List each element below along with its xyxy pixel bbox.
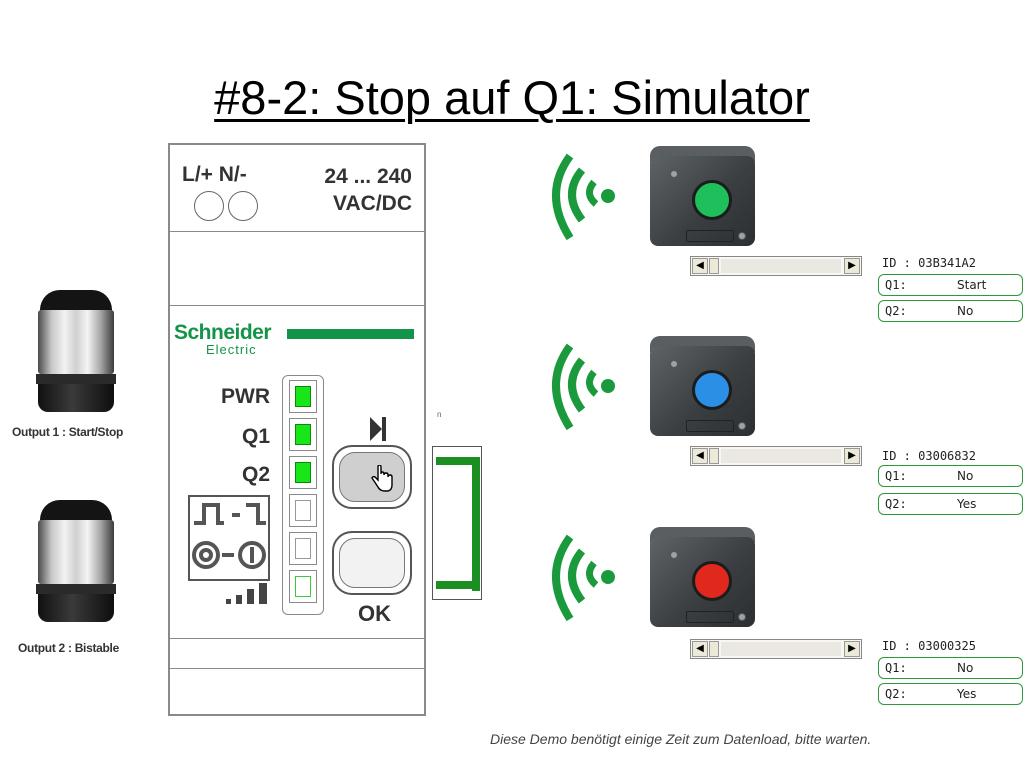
led-mode (289, 532, 317, 565)
scroll-thumb[interactable] (709, 448, 719, 464)
voltage-line-2: VAC/DC (333, 192, 412, 215)
ok-button[interactable] (332, 531, 412, 595)
output-2-label: Output 2 : Bistable (18, 641, 119, 655)
wireless-signal-icon (552, 534, 615, 622)
output-1-label: Output 1 : Start/Stop (12, 425, 124, 439)
push-button-box[interactable] (650, 336, 755, 436)
arrow-button[interactable] (332, 445, 412, 509)
page-title: #8-2: Stop auf Q1: Simulator (214, 71, 810, 124)
led-q2 (289, 456, 317, 489)
station-scrollbar[interactable]: ◀ ▶ (690, 256, 862, 276)
scroll-thumb[interactable] (709, 258, 719, 274)
led-signal (289, 570, 317, 603)
wireless-signal-icon (552, 343, 615, 431)
arrow-left-icon[interactable]: ◀ (692, 448, 708, 464)
output-bracket (432, 446, 482, 600)
q1-status-row: Q1:No (878, 657, 1023, 679)
station-scrollbar[interactable]: ◀ ▶ (690, 446, 862, 466)
led-column (282, 375, 324, 615)
push-button[interactable] (692, 180, 732, 220)
output-2-lamp (36, 500, 116, 622)
mode-symbols-panel (188, 495, 270, 581)
led-q1 (289, 418, 317, 451)
signal-bars-icon (224, 581, 270, 610)
q2-status-row: Q2:Yes (878, 683, 1023, 705)
arrow-right-icon[interactable]: ▶ (844, 258, 860, 274)
toggle-mode-icon (192, 541, 266, 569)
led-pulse (289, 494, 317, 527)
terminal-labels: L/+ N/- (182, 163, 247, 186)
wireless-signal-icon (552, 153, 615, 241)
footer-note: Diese Demo benötigt einige Zeit zum Date… (490, 731, 872, 747)
ok-label: OK (358, 601, 391, 626)
led-pwr (289, 380, 317, 413)
output-1-lamp (36, 290, 116, 412)
q1-status-row: Q1:Start (878, 274, 1023, 296)
station-id: ID : 03006832 (882, 449, 976, 463)
arrow-left-icon[interactable]: ◀ (692, 258, 708, 274)
q1-label: Q1 (241, 425, 270, 448)
q2-status-row: Q2:Yes (878, 493, 1023, 515)
arrow-right-icon[interactable]: ▶ (844, 448, 860, 464)
push-button[interactable] (692, 561, 732, 601)
arrow-right-icon[interactable]: ▶ (844, 641, 860, 657)
station-id: ID : 03000325 (882, 639, 976, 653)
hand-pointer-icon (370, 464, 394, 498)
pwr-label: PWR (221, 385, 270, 408)
q1-status-row: Q1:No (878, 465, 1023, 487)
brand-bar (287, 329, 414, 339)
push-button-box[interactable] (650, 527, 755, 627)
controller-device: L/+ N/- 24 ... 240 VAC/DC Schneider Elec… (168, 143, 426, 716)
tiny-label: n (437, 410, 442, 419)
remote-station-1: ◀ ▶ ID : 03B341A2 Q1:Start Q2:No (540, 146, 1024, 336)
terminal-screw-l (194, 191, 224, 221)
push-button-box[interactable] (650, 146, 755, 246)
q2-status-row: Q2:No (878, 300, 1023, 322)
play-step-icon (368, 415, 388, 448)
station-id: ID : 03B341A2 (882, 256, 976, 270)
terminal-screw-n (228, 191, 258, 221)
voltage-label: 24 ... 240 VAC/DC (324, 163, 412, 217)
scroll-thumb[interactable] (709, 641, 719, 657)
remote-station-3: ◀ ▶ ID : 03000325 Q1:No Q2:Yes (540, 527, 1024, 717)
push-button[interactable] (692, 370, 732, 410)
voltage-line-1: 24 ... 240 (324, 165, 412, 188)
q2-label: Q2 (241, 463, 270, 486)
brand-sub: Electric (206, 342, 257, 357)
arrow-left-icon[interactable]: ◀ (692, 641, 708, 657)
brand-logo: Schneider (174, 321, 272, 344)
station-scrollbar[interactable]: ◀ ▶ (690, 639, 862, 659)
remote-station-2: ◀ ▶ ID : 03006832 Q1:No Q2:Yes (540, 336, 1024, 526)
pulse-icon (194, 503, 266, 525)
